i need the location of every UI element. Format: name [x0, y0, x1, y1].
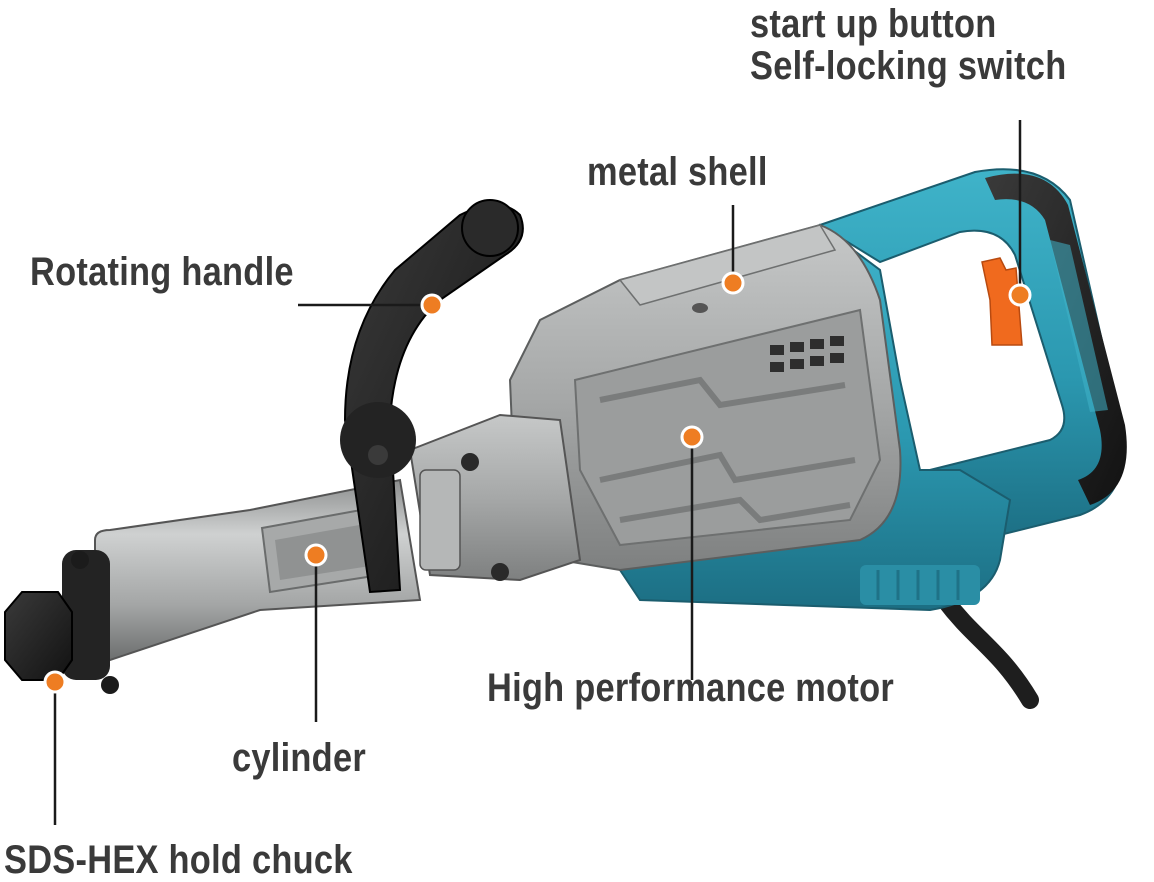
callout-dot-rotating [420, 293, 444, 317]
callout-dot-chuck [43, 670, 67, 694]
rotating-handle-label: Rotating handle [30, 250, 294, 294]
rear-handle [817, 168, 1127, 547]
leader-lines [53, 120, 1022, 825]
start-up-button-label: start up button [750, 2, 997, 46]
metal-shell-label: metal shell [587, 150, 768, 194]
callout-dots [43, 271, 1032, 694]
trigger-switch [981, 257, 1023, 346]
rotating-side-handle [340, 199, 524, 594]
metal-shell [508, 223, 902, 572]
callout-dot-switch [1008, 283, 1032, 307]
high-performance-motor-label: High performance motor [487, 666, 895, 710]
power-cord [936, 591, 1039, 709]
callout-dot-metal [721, 271, 745, 295]
sds-hex-chuck [4, 550, 119, 694]
callout-dot-cylinder [304, 543, 328, 567]
cylinder-label: cylinder [232, 736, 366, 780]
sds-hex-hold-chuck-label: SDS-HEX hold chuck [4, 838, 353, 882]
front-collar [408, 413, 582, 582]
callout-dot-motor [680, 425, 704, 449]
self-locking-switch-label: Self-locking switch [750, 44, 1067, 88]
